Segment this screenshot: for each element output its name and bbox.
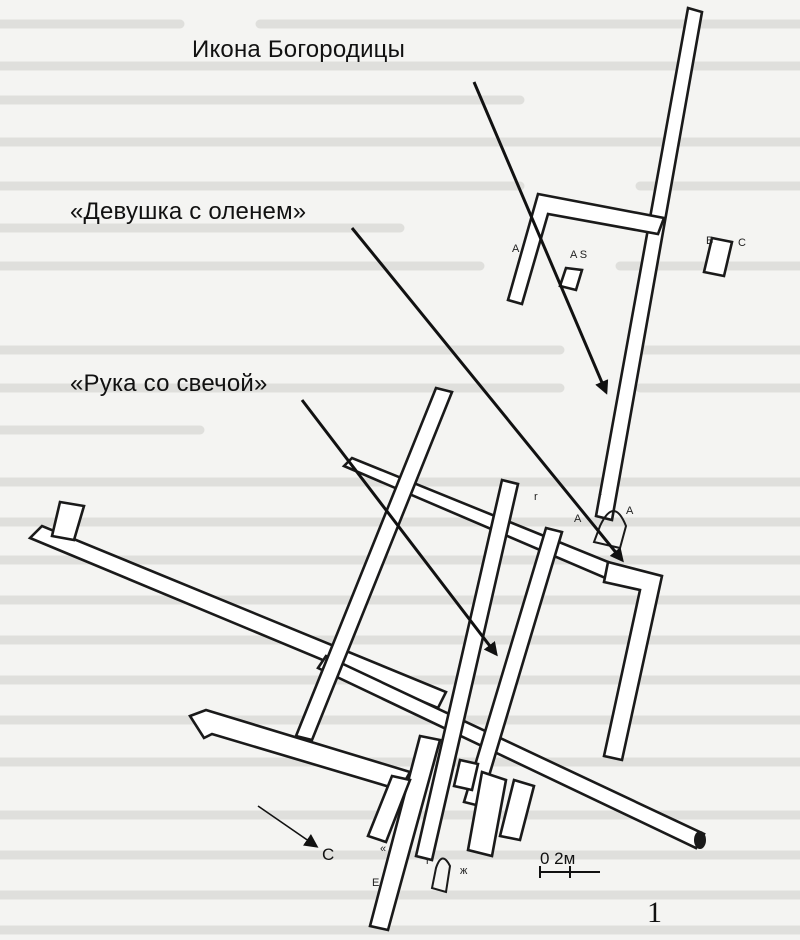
svg-text:B: B [706,235,713,247]
scale-bar: 0 2м [539,849,600,878]
callout-arrows [300,81,624,657]
svg-text:r: r [426,855,430,867]
page-number: 1 [647,896,662,929]
svg-text:r: r [534,491,538,503]
c-marker-text: С [322,845,334,864]
svg-text:A: A [574,513,582,525]
arrow-girl-with-deer [350,227,624,563]
svg-text:C: C [738,237,746,249]
arrow-icon-mother-of-god [472,81,609,395]
arrow-hand-with-candle [300,399,498,657]
label-icon-mother-of-god: Икона Богородицы [192,36,406,63]
c-direction-marker: С [257,805,334,864]
svg-text:A S: A S [570,249,587,261]
svg-text:A: A [512,243,520,255]
small-annotations: A A S B C r A r A « E r ж [372,235,746,889]
svg-text:E: E [372,877,379,889]
svg-text:r: r [598,491,602,503]
right-passage-end [694,831,706,849]
scale-text: 0 2м [540,849,575,868]
label-hand-with-candle: «Рука со свечой» [70,370,268,397]
svg-text:A: A [626,505,634,517]
label-girl-with-deer: «Девушка с оленем» [70,198,307,225]
central-grid [294,386,706,932]
svg-text:ж: ж [460,865,468,877]
main-passage-upper [594,6,704,522]
lower-left-branch [188,708,412,844]
lower-niches [430,510,628,894]
upper-chamber-complex [506,192,734,306]
svg-text:«: « [380,843,386,855]
